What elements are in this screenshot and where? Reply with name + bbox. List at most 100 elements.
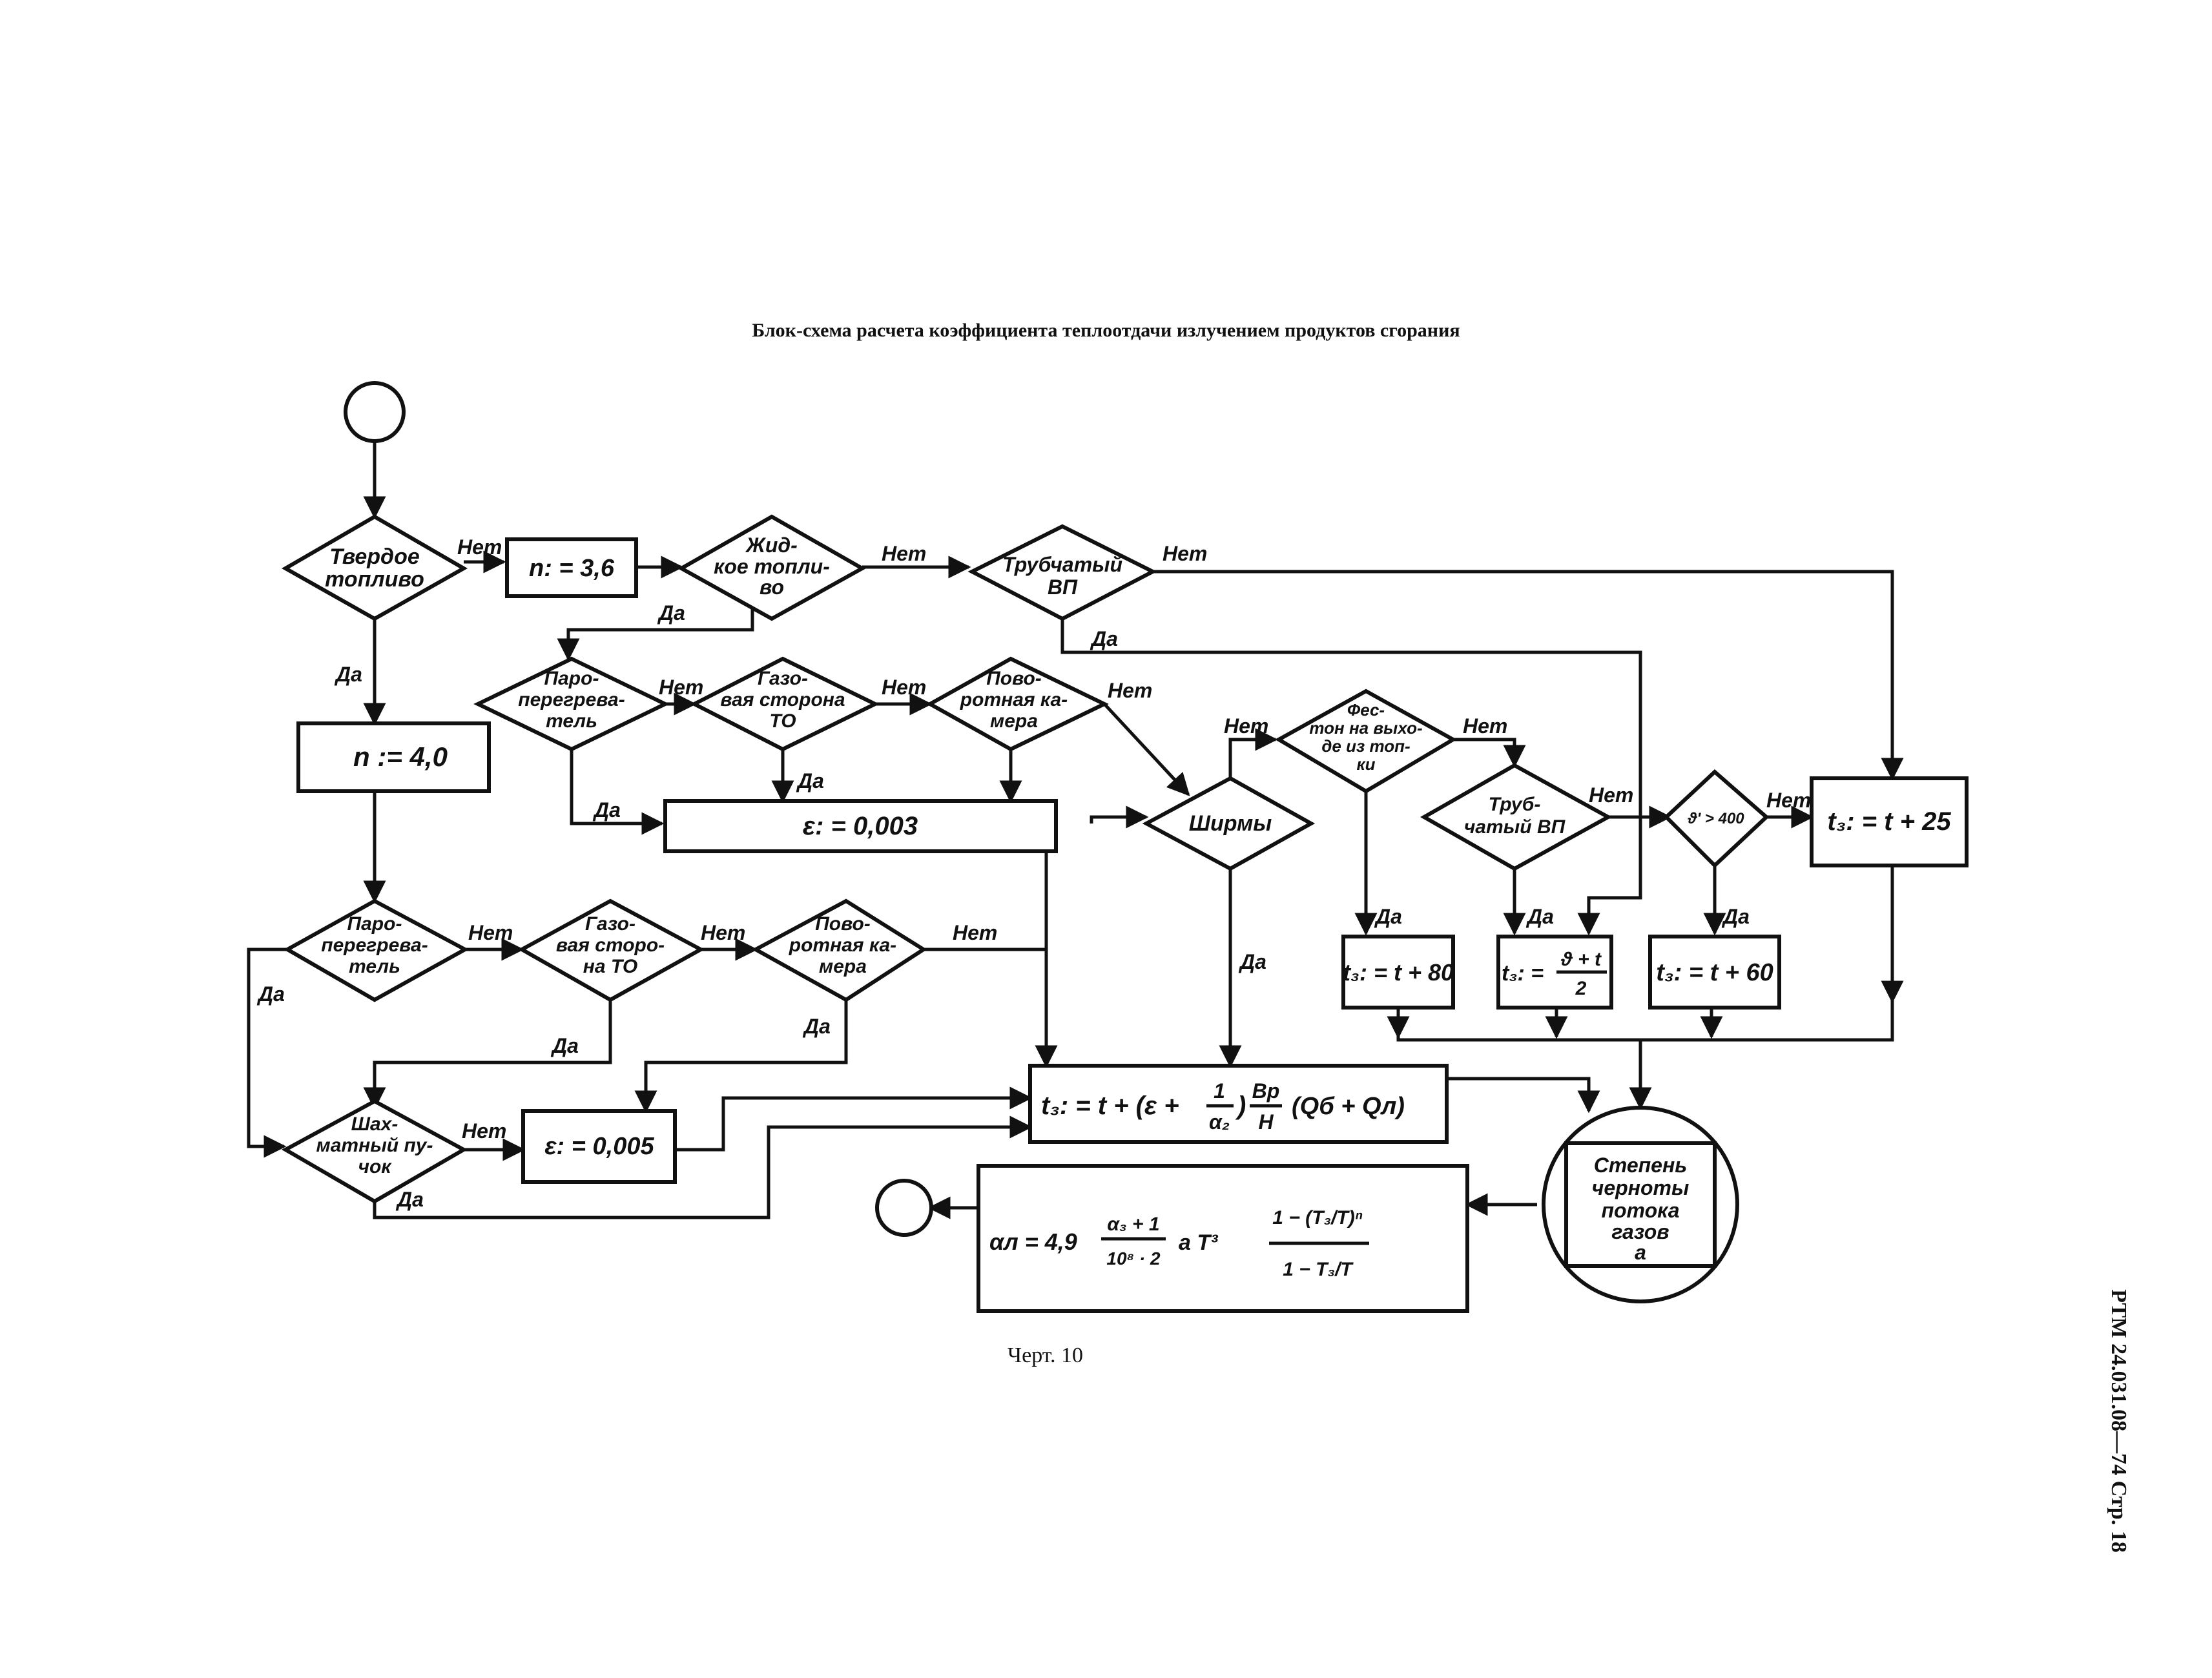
decision-tubular-ap-top-line-1: Трубчатый [1002, 553, 1122, 576]
decision-superheater-2-line-3: тель [349, 956, 400, 977]
label-yes-gas1: Да [796, 769, 824, 792]
decision-turning-chamber-1-line-1: Пово- [986, 668, 1042, 689]
decision-solid-fuel-line-1: Твердое [329, 544, 420, 569]
emissivity-line-2: черноты [1592, 1176, 1690, 1199]
decision-liquid-fuel-line-2: кое топли- [714, 555, 830, 578]
edge-festoon-no [1453, 738, 1526, 768]
label-no-turn2: Нет [953, 921, 997, 944]
decision-gas-side-1: Газо- вая сторона ТО [690, 656, 880, 752]
decision-turning-chamber-2-line-2: ротная ка- [789, 935, 896, 956]
edge-eps005-big [675, 1086, 1033, 1152]
edge-merge-right [1396, 1001, 1894, 1042]
edge-eps003-left [1090, 805, 1149, 829]
edge-turn2-no [924, 948, 1048, 982]
process-alpha-formula-f2-den: 1 − T₃/T [1283, 1259, 1354, 1280]
label-no-solid: Нет [457, 535, 502, 559]
decision-staggered-bundle-line-3: чок [358, 1156, 392, 1177]
process-t3-formula-f1-num: 1 [1214, 1079, 1225, 1103]
process-t3-formula: t₃: = t + (ε + 1 α₂ ) Bр H (Qб + Qл) [1028, 1064, 1449, 1144]
decision-screens-label: Ширмы [1189, 811, 1272, 836]
label-no-screens: Нет [1224, 714, 1268, 738]
process-t3-formula-mid: ) [1235, 1092, 1246, 1120]
emissivity-block: Степень черноты потока газов a [1542, 1106, 1739, 1303]
process-t3-formula-tail: (Qб + Qл) [1292, 1093, 1405, 1120]
label-no-tubular2: Нет [1589, 783, 1633, 807]
process-t3-formula-f1-den: α₂ [1209, 1110, 1230, 1134]
edge-super2-yes [247, 948, 287, 1158]
decision-turning-chamber-1-line-3: мера [990, 710, 1038, 732]
label-no-turn1: Нет [1108, 679, 1152, 702]
process-t-plus-25: t₃: = t + 25 [1810, 776, 1969, 867]
label-yes-screens: Да [1238, 950, 1266, 973]
end-terminal [875, 1179, 933, 1237]
label-yes-tubular2: Да [1525, 905, 1554, 928]
decision-festoon-line-1: Фес- [1347, 700, 1385, 720]
emissivity-line-3: потока [1601, 1199, 1679, 1222]
decision-superheater-2-line-1: Паро- [347, 913, 402, 935]
edge-super1-yes [570, 749, 665, 835]
decision-liquid-fuel-line-3: во [760, 575, 784, 599]
decision-turning-chamber-2-line-1: Пово- [815, 913, 871, 935]
process-t3-formula-f2-den: H [1258, 1110, 1274, 1134]
decision-screens: Ширмы [1142, 776, 1316, 871]
process-eps-0-003: ε: = 0,003 [663, 799, 1058, 853]
decision-turning-chamber-1: Пово- ротная ка- мера [925, 656, 1109, 752]
edge-big-to-emissivity [1447, 1077, 1600, 1113]
emissivity-line-4: газов [1611, 1220, 1669, 1243]
decision-superheater-1-line-2: перегрева- [518, 689, 625, 710]
label-no-gas2: Нет [701, 921, 745, 944]
process-t-plus-80: t₃: = t + 80 [1341, 935, 1455, 1010]
label-yes-staggered: Да [395, 1188, 424, 1211]
process-alpha-formula-f1-den: 10⁸ · 2 [1106, 1248, 1161, 1269]
process-average-lhs: t₃: = [1502, 961, 1544, 986]
edge-turn2-yes [634, 998, 848, 1113]
edge-tubular-vp-yes [1577, 820, 1642, 936]
process-average-num: ϑ + t [1560, 949, 1602, 970]
edge-tubular-no [1153, 570, 1904, 781]
decision-staggered-bundle-line-2: матный пу- [316, 1135, 433, 1156]
decision-solid-fuel: Твердое топливо [281, 514, 468, 621]
label-yes-turn2: Да [802, 1015, 831, 1038]
decision-gas-side-2-line-3: на ТО [583, 956, 637, 977]
edge-screens-no [1228, 728, 1278, 778]
decision-turning-chamber-1-line-2: ротная ка- [960, 689, 1068, 710]
label-no-super1: Нет [659, 676, 703, 699]
process-n-3-6-text: n: = 3,6 [529, 555, 615, 582]
edge-staggered-yes [373, 1115, 1033, 1219]
decision-turning-chamber-2-line-3: мера [819, 956, 867, 977]
label-no-staggered: Нет [462, 1119, 506, 1143]
decision-staggered-bundle-line-1: Шах- [351, 1113, 398, 1135]
label-no-gas1: Нет [882, 676, 926, 699]
decision-theta-label: ϑ' > 400 [1687, 810, 1744, 827]
decision-gas-side-2-line-2: вая сторо- [556, 935, 665, 956]
decision-gas-side-2: Газо- вая сторо- на ТО [517, 898, 705, 1002]
process-t-plus-60-text: t₃: = t + 60 [1656, 959, 1773, 986]
decision-festoon: Фес- тон на выхо- де из топ- ки [1274, 689, 1458, 794]
decision-festoon-line-4: ки [1356, 754, 1375, 774]
process-eps-0-003-text: ε: = 0,003 [803, 812, 918, 840]
decision-festoon-line-3: де из топ- [1321, 736, 1410, 756]
process-alpha-formula: αл = 4,9 α₃ + 1 10⁸ · 2 a T³ 1 − (T₃/T)ⁿ… [977, 1164, 1469, 1313]
edge-tubular-yes [1060, 604, 1642, 820]
decision-solid-fuel-line-2: топливо [325, 567, 424, 592]
emissivity-line-5: a [1635, 1241, 1646, 1264]
edge-turn1-no [1103, 703, 1190, 796]
label-no-super2: Нет [468, 921, 513, 944]
figure-caption: Черт. 10 [1008, 1343, 1084, 1367]
process-eps-0-005-text: ε: = 0,005 [544, 1133, 654, 1160]
process-alpha-formula-lhs: αл = 4,9 [989, 1228, 1077, 1255]
process-t-plus-80-text: t₃: = t + 80 [1343, 959, 1454, 986]
process-alpha-formula-f1-num: α₃ + 1 [1107, 1214, 1159, 1235]
decision-tubular-ap-2: Труб- чатый ВП [1420, 763, 1613, 871]
process-n-3-6: n: = 3,6 [505, 537, 638, 598]
label-no-theta: Нет [1766, 789, 1811, 812]
decision-tubular-ap-top-line-2: ВП [1048, 575, 1078, 599]
edge-gas2-yes [363, 998, 612, 1110]
decision-liquid-fuel: Жид- кое топли- во [677, 514, 867, 621]
connectors [247, 438, 1904, 1219]
label-no-tubular-top: Нет [1163, 542, 1207, 565]
decision-gas-side-1-line-2: вая сторона [720, 689, 845, 710]
label-yes-super1: Да [592, 798, 621, 822]
decision-tubular-ap-2-line-2: чатый ВП [1464, 816, 1566, 838]
